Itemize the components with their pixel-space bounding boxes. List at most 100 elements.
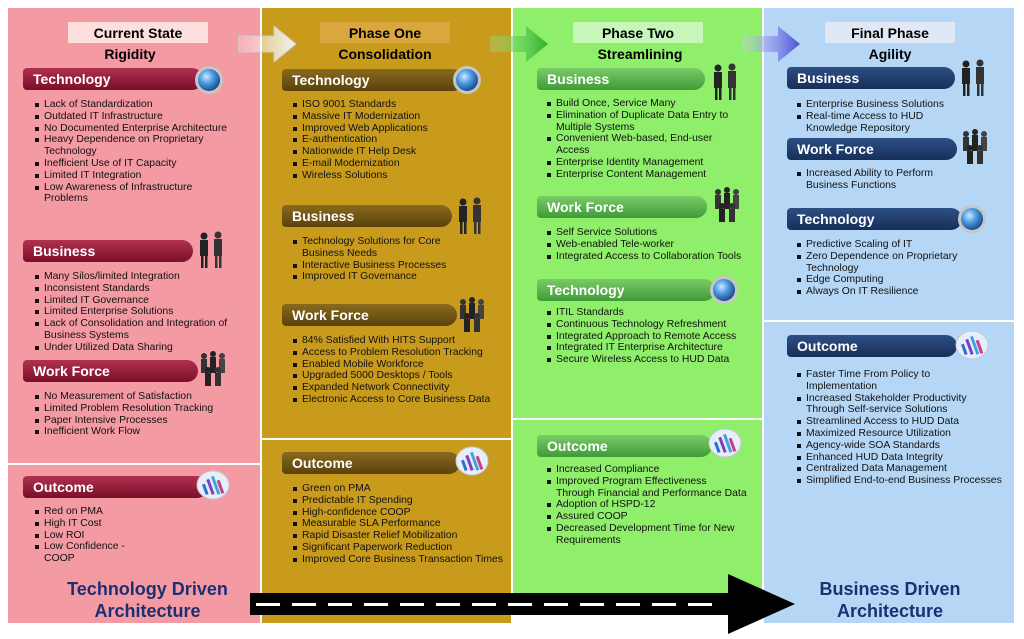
outcome-list: Green on PMA Predictable IT Spending Hig…	[283, 483, 508, 566]
business-people-icon	[714, 63, 736, 100]
business-list: Many Silos/limited Integration Inconsist…	[25, 271, 235, 354]
section-heading-technology: Technology	[282, 69, 464, 91]
list-item: High IT Cost	[35, 518, 235, 530]
phase-two-subtitle: Streamlining	[597, 46, 683, 62]
bar-chart-icon	[708, 428, 742, 458]
bar-chart-icon	[455, 446, 489, 476]
list-item: Low Confidence - COOP	[35, 541, 154, 565]
list-item: Technology Solutions for Core Business N…	[293, 236, 483, 260]
business-driven-label: Business Driven Architecture	[819, 579, 961, 621]
section-heading-outcome: Outcome	[537, 435, 712, 457]
technology-list: Predictive Scaling of IT Zero Dependence…	[787, 239, 997, 298]
outcome-divider	[8, 463, 260, 465]
section-heading-business: Business	[282, 205, 452, 227]
phase-one-title: Phase One	[320, 22, 450, 43]
section-heading-work-force: Work Force	[787, 138, 957, 160]
business-list: Technology Solutions for Core Business N…	[283, 236, 483, 283]
list-item: Under Utilized Data Sharing	[35, 342, 235, 354]
list-item: Convenient Web-based, End-user Access	[547, 133, 742, 157]
transition-arrow-icon	[250, 574, 795, 634]
list-item: Improved Web Applications	[293, 123, 508, 135]
list-item: Limited Enterprise Solutions	[35, 306, 235, 318]
phase-arrow-icon	[490, 26, 548, 62]
workforce-group-icon	[460, 297, 484, 332]
list-item: Many Silos/limited Integration	[35, 271, 235, 283]
list-item: Centralized Data Management	[797, 463, 1002, 475]
business-people-icon	[200, 231, 222, 268]
list-item: Integrated Approach to Remote Access	[547, 331, 742, 343]
list-item: Inefficient Use of IT Capacity	[35, 158, 230, 170]
section-heading-work-force: Work Force	[23, 360, 198, 382]
list-item: Agency-wide SOA Standards	[797, 440, 1002, 452]
business-list: Build Once, Service Many Elimination of …	[537, 98, 742, 181]
list-item: Streamlined Access to HUD Data	[797, 416, 1002, 428]
section-heading-business: Business	[23, 240, 193, 262]
section-heading-work-force: Work Force	[282, 304, 457, 326]
list-item: Heavy Dependence on Proprietary Technolo…	[35, 134, 230, 158]
list-item: Limited Problem Resolution Tracking	[35, 403, 235, 415]
list-item: Measurable SLA Performance	[293, 518, 508, 530]
list-item: ITIL Standards	[547, 307, 742, 319]
outcome-list: Red on PMA High IT Cost Low ROI Low Conf…	[25, 506, 235, 565]
list-item: Enterprise Business Solutions	[797, 99, 967, 111]
section-heading-technology: Technology	[787, 208, 962, 230]
list-item: Maximized Resource Utilization	[797, 428, 1002, 440]
final-phase-title: Final Phase	[825, 22, 955, 43]
list-item: Outdated IT Infrastructure	[35, 111, 230, 123]
list-item: Wireless Solutions	[293, 170, 508, 182]
technology-list: ITIL Standards Continuous Technology Ref…	[537, 307, 742, 366]
list-item: ISO 9001 Standards	[293, 99, 508, 111]
list-item: Inconsistent Standards	[35, 283, 235, 295]
list-item: Elimination of Duplicate Data Entry to M…	[547, 110, 742, 134]
list-item: Improved Program Effectiveness Through F…	[547, 476, 747, 500]
outcome-divider	[513, 418, 762, 420]
workforce-group-icon	[715, 187, 739, 222]
final-phase-subtitle: Agility	[868, 46, 912, 62]
list-item: Integrated IT Enterprise Architecture	[547, 342, 742, 354]
list-item: Web-enabled Tele-worker	[547, 239, 752, 251]
phase-arrow-icon	[238, 26, 297, 62]
workforce-group-icon	[963, 129, 987, 164]
bar-chart-icon	[196, 470, 230, 500]
phase-two-column	[513, 8, 762, 608]
technology-list: Lack of Standardization Outdated IT Infr…	[25, 99, 230, 205]
list-item: Improved Core Business Transaction Times	[293, 554, 508, 566]
list-item: Enterprise Identity Management	[547, 157, 742, 169]
list-item: Edge Computing	[797, 274, 997, 286]
current-state-column	[8, 8, 260, 623]
bar-chart-icon	[955, 330, 989, 360]
list-item: Continuous Technology Refreshment	[547, 319, 742, 331]
list-item: Increased Stakeholder Productivity Throu…	[797, 393, 1002, 417]
list-item: Access to Problem Resolution Tracking	[293, 347, 511, 359]
list-item: Enhanced HUD Data Integrity	[797, 452, 1002, 464]
section-heading-work-force: Work Force	[537, 196, 707, 218]
work-force-list: Self Service Solutions Web-enabled Tele-…	[537, 227, 752, 262]
technology-list: ISO 9001 Standards Massive IT Modernizat…	[283, 99, 508, 182]
outcome-divider	[262, 438, 511, 440]
list-item: Massive IT Modernization	[293, 111, 508, 123]
outcome-list: Faster Time From Policy to Implementatio…	[787, 369, 1002, 487]
section-heading-business: Business	[787, 67, 955, 89]
section-heading-outcome: Outcome	[23, 476, 208, 498]
list-item: Lack of Consolidation and Integration of…	[35, 318, 235, 342]
list-item: Enabled Mobile Workforce	[293, 359, 511, 371]
list-item: Predictive Scaling of IT	[797, 239, 997, 251]
list-item: Real-time Access to HUD Knowledge Reposi…	[797, 111, 967, 135]
list-item: E-authentication	[293, 134, 508, 146]
section-heading-outcome: Outcome	[787, 335, 957, 357]
list-item: Build Once, Service Many	[547, 98, 742, 110]
list-item: Decreased Development Time for New Requi…	[547, 523, 747, 547]
list-item: E-mail Modernization	[293, 158, 508, 170]
section-heading-business: Business	[537, 68, 705, 90]
list-item: Lack of Standardization	[35, 99, 230, 111]
list-item: Significant Paperwork Reduction	[293, 542, 508, 554]
technology-driven-label: Technology Driven Architecture	[67, 579, 228, 621]
list-item: Electronic Access to Core Business Data	[293, 394, 511, 406]
phase-two-title: Phase Two	[573, 22, 703, 43]
work-force-list: 84% Satisfied With HITS Support Access t…	[283, 335, 511, 406]
section-heading-technology: Technology	[23, 68, 203, 90]
list-item: Self Service Solutions	[547, 227, 752, 239]
list-item: Limited IT Governance	[35, 295, 235, 307]
outcome-list: Increased Compliance Improved Program Ef…	[537, 464, 747, 547]
workforce-group-icon	[201, 351, 225, 386]
